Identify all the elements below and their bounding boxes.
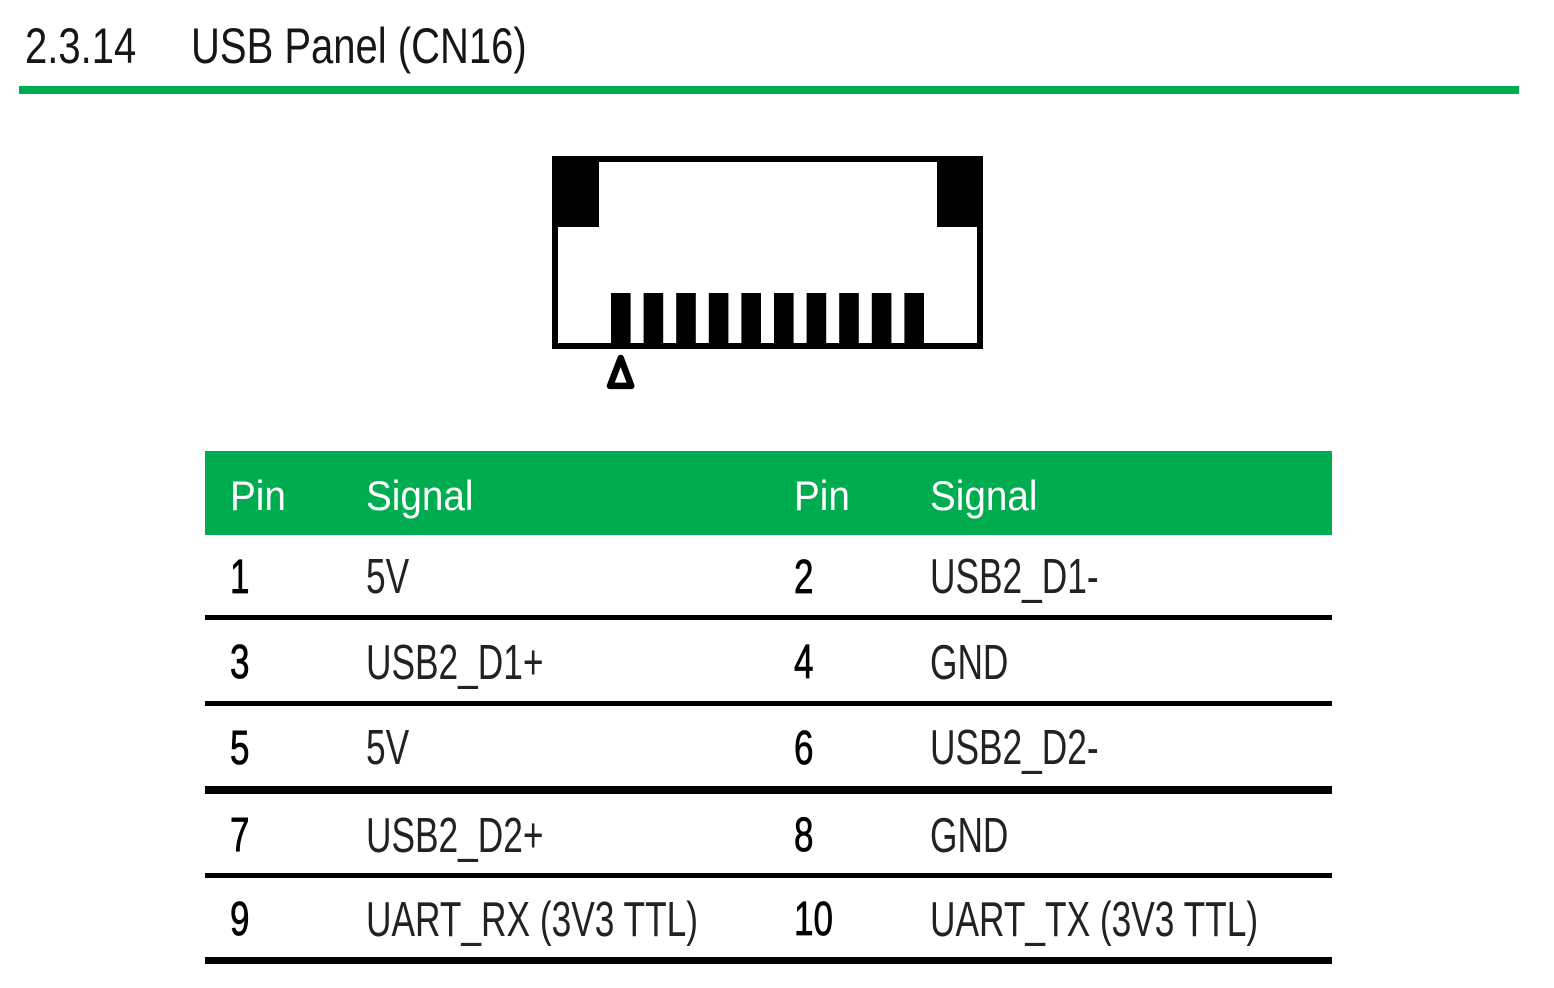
signal-name-cell: USB2_D1- bbox=[905, 535, 1332, 620]
signal-name: GND bbox=[930, 808, 1009, 863]
col-header-pin-2: Pin bbox=[769, 451, 905, 535]
table-row: 1 5V 2 USB2_D1- bbox=[205, 535, 1332, 620]
pin-number: 10 bbox=[794, 893, 834, 947]
pin-number: 9 bbox=[230, 893, 250, 947]
table-row: 3 USB2_D1+ 4 GND bbox=[205, 617, 1332, 706]
col-header-label: Pin bbox=[794, 472, 850, 519]
table-row: 7 USB2_D2+ 8 GND bbox=[205, 790, 1332, 878]
signal-name-cell: GND bbox=[905, 790, 1332, 878]
page-title: USB Panel (CN16) bbox=[191, 18, 527, 74]
pin-number: 5 bbox=[230, 721, 250, 775]
connector-body-outline bbox=[552, 156, 983, 349]
table-row: 9 UART_RX (3V3 TTL) 10 UART_TX (3V3 TTL) bbox=[205, 875, 1332, 964]
pin-number: 3 bbox=[230, 636, 250, 690]
signal-name-cell: UART_TX (3V3 TTL) bbox=[905, 875, 1332, 964]
connector-pin bbox=[839, 293, 859, 346]
pin-number-cell: 8 bbox=[769, 790, 905, 878]
pin-number: 1 bbox=[230, 550, 250, 604]
signal-name-cell: GND bbox=[905, 617, 1332, 706]
signal-name-cell: USB2_D1+ bbox=[341, 617, 769, 706]
signal-name: USB2_D2- bbox=[930, 721, 1099, 775]
signal-name: UART_RX (3V3 TTL) bbox=[366, 892, 698, 947]
connector-key-left bbox=[557, 161, 599, 227]
pin-number-cell: 5 bbox=[205, 703, 341, 794]
pin-number: 7 bbox=[230, 809, 250, 863]
col-header-label: Signal bbox=[366, 472, 474, 519]
section-number: 2.3.14 bbox=[25, 18, 137, 74]
signal-name: USB2_D1+ bbox=[366, 635, 544, 690]
pin-number: 4 bbox=[794, 636, 814, 690]
signal-name: 5V bbox=[366, 550, 410, 604]
pin-number-cell: 2 bbox=[769, 535, 905, 620]
connector-pin bbox=[676, 293, 696, 346]
connector-pin bbox=[871, 293, 892, 346]
signal-name-cell: USB2_D2+ bbox=[341, 790, 769, 878]
connector-pin bbox=[741, 293, 761, 346]
col-header-signal-1: Signal bbox=[341, 451, 769, 535]
connector-pin bbox=[643, 293, 664, 346]
connector-pin bbox=[611, 293, 631, 346]
connector-pins bbox=[611, 293, 924, 346]
heading-divider-rule bbox=[19, 86, 1519, 94]
col-header-signal-2: Signal bbox=[905, 451, 1332, 535]
signal-name-cell: UART_RX (3V3 TTL) bbox=[341, 875, 769, 964]
signal-name: USB2_D1- bbox=[930, 550, 1099, 604]
pin-number: 8 bbox=[794, 809, 814, 863]
table-header-row: Pin Signal Pin Signal bbox=[205, 451, 1332, 535]
pin-number-cell: 7 bbox=[205, 790, 341, 878]
col-header-label: Pin bbox=[230, 472, 286, 519]
pin-number-cell: 1 bbox=[205, 535, 341, 620]
signal-name-cell: 5V bbox=[341, 703, 769, 794]
signal-name: USB2_D2+ bbox=[366, 808, 544, 863]
pin-number-cell: 4 bbox=[769, 617, 905, 706]
table-row: 5 5V 6 USB2_D2- bbox=[205, 703, 1332, 794]
connector-pin bbox=[806, 293, 827, 346]
signal-name-cell: 5V bbox=[341, 535, 769, 620]
signal-name: GND bbox=[930, 635, 1009, 690]
pin-number-cell: 6 bbox=[769, 703, 905, 794]
pin-number-cell: 10 bbox=[769, 875, 905, 964]
connector-diagram bbox=[552, 156, 983, 390]
signal-name: 5V bbox=[366, 721, 410, 775]
col-header-label: Signal bbox=[930, 472, 1038, 519]
connector-pin bbox=[708, 293, 729, 346]
pin-number-cell: 3 bbox=[205, 617, 341, 706]
connector-pin bbox=[904, 293, 924, 346]
pin-number: 2 bbox=[794, 550, 814, 604]
connector-key-right bbox=[937, 161, 978, 227]
pin-number: 6 bbox=[794, 721, 814, 775]
signal-name-cell: USB2_D2- bbox=[905, 703, 1332, 794]
pin-number-cell: 9 bbox=[205, 875, 341, 964]
signal-name: UART_TX (3V3 TTL) bbox=[930, 892, 1259, 947]
col-header-pin-1: Pin bbox=[205, 451, 341, 535]
pin1-marker-triangle bbox=[606, 354, 635, 390]
connector-pin bbox=[774, 293, 794, 346]
